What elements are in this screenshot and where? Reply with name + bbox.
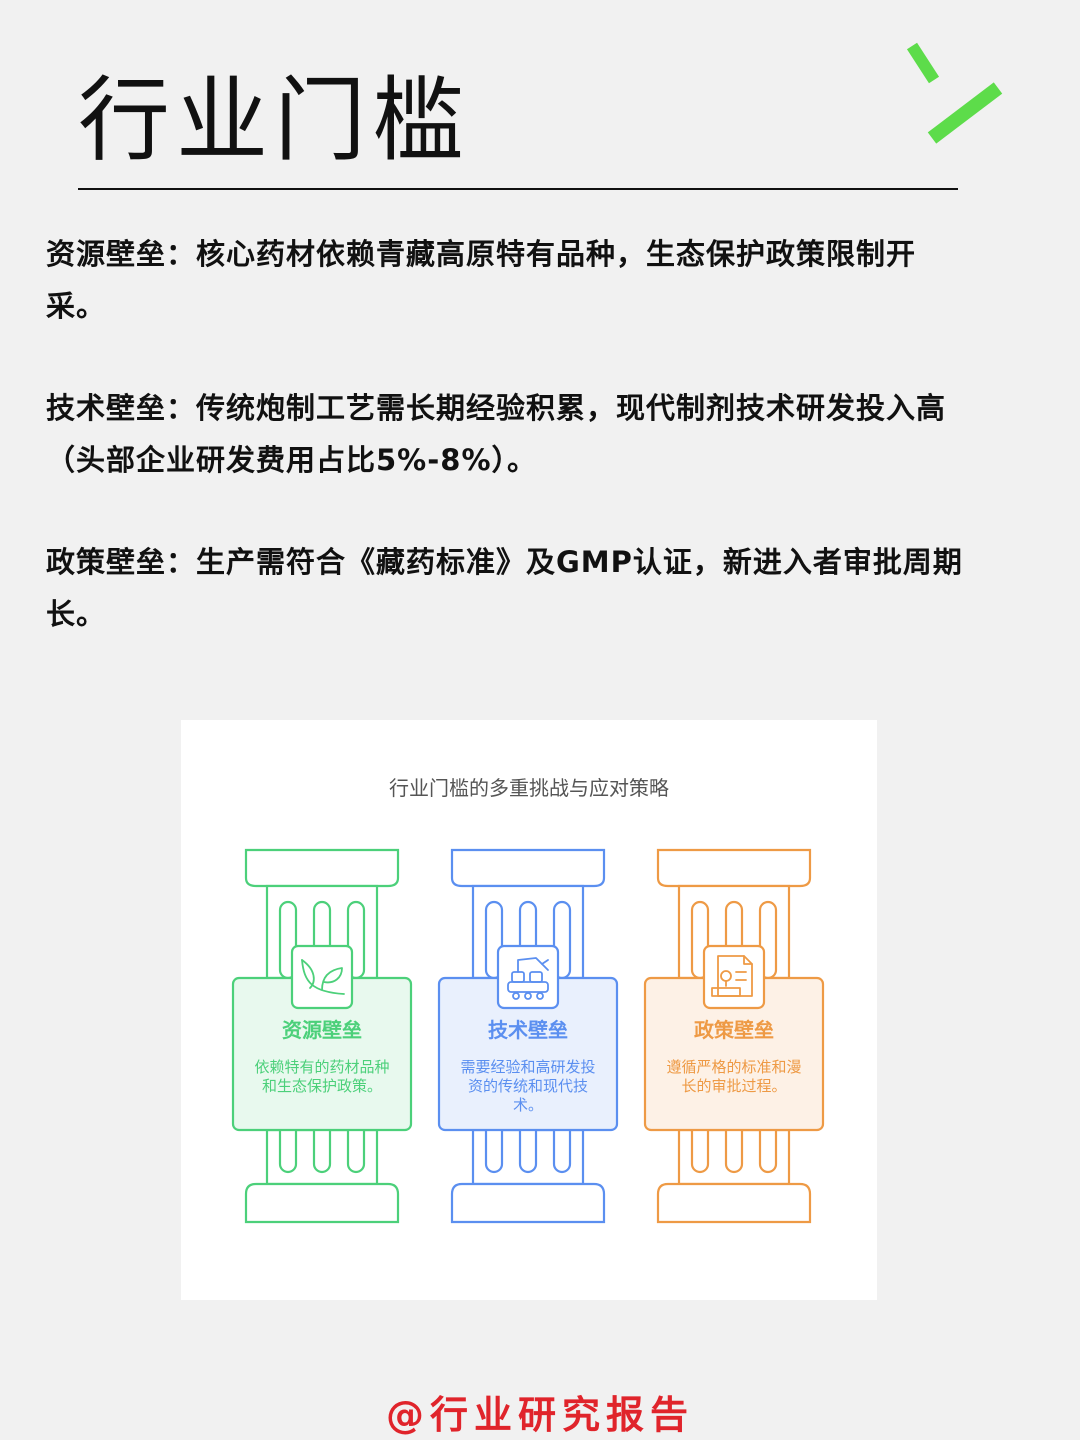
paragraph-line: （头部企业研发费用占比5%-8%）。 (46, 443, 538, 477)
pillar-description-line: 长的审批过程。 (681, 1077, 786, 1095)
paragraph-tech-barrier: 技术壁垒：传统炮制工艺需长期经验积累，现代制剂技术研发投入高 （头部企业研发费用… (46, 382, 1016, 486)
pillar-base (656, 1182, 812, 1224)
pillar-capital (450, 848, 606, 888)
pillar-description-line: 和生态保护政策。 (262, 1077, 382, 1095)
footer-handle: @行业研究报告 (385, 1393, 694, 1437)
pillar-capital (656, 848, 812, 888)
pillar-icon-badge (290, 944, 354, 1010)
pillar-description-line: 术。 (513, 1096, 543, 1114)
pillar-heading: 政策壁垒 (694, 1018, 774, 1042)
pillars-svg: 资源壁垒依赖特有的药材品种和生态保护政策。技术壁垒需要经验和高研发投资的传统和现… (231, 848, 825, 1224)
paragraph-resource-barrier: 资源壁垒：核心药材依赖青藏高原特有品种，生态保护政策限制开 采。 (46, 228, 1016, 332)
paragraph-policy-barrier: 政策壁垒：生产需符合《藏药标准》及GMP认证，新进入者审批周期 长。 (46, 536, 1016, 640)
pillar-description-line: 资的传统和现代技 (468, 1077, 588, 1095)
pillar-heading: 技术壁垒 (488, 1018, 568, 1042)
accent-stroke-icon (906, 42, 1003, 144)
pillar-base (244, 1182, 400, 1224)
paragraph-line: 采。 (46, 289, 107, 323)
pillar-description-line: 需要经验和高研发投 (460, 1058, 595, 1076)
infographic-title: 行业门槛的多重挑战与应对策略 (389, 776, 669, 800)
pillar-description-line: 遵循严格的标准和漫 (666, 1058, 801, 1076)
paragraph-line: 政策壁垒：生产需符合《藏药标准》及GMP认证，新进入者审批周期 (46, 545, 963, 579)
document-stamp-icon (711, 955, 753, 997)
title-divider (78, 188, 958, 190)
pillar-base (450, 1182, 606, 1224)
paragraph-line: 技术壁垒：传统炮制工艺需长期经验积累，现代制剂技术研发投入高 (46, 391, 947, 425)
page-title: 行业门槛 (78, 67, 471, 174)
paragraph-line: 资源壁垒：核心药材依赖青藏高原特有品种，生态保护政策限制开 (46, 237, 917, 271)
pillar-description-line: 依赖特有的药材品种 (254, 1058, 389, 1076)
pillar-capital (244, 848, 400, 888)
pillar-heading: 资源壁垒 (282, 1018, 362, 1042)
pillars-infographic: 行业门槛的多重挑战与应对策略 资源壁垒依赖特有的药材品种和生态保护政策。技术壁垒… (181, 720, 877, 1300)
plant-icon (301, 959, 345, 995)
paragraph-list: 资源壁垒：核心药材依赖青藏高原特有品种，生态保护政策限制开 采。 技术壁垒：传统… (46, 228, 1016, 690)
robot-arm-icon (507, 957, 549, 1000)
paragraph-line: 长。 (46, 597, 107, 631)
